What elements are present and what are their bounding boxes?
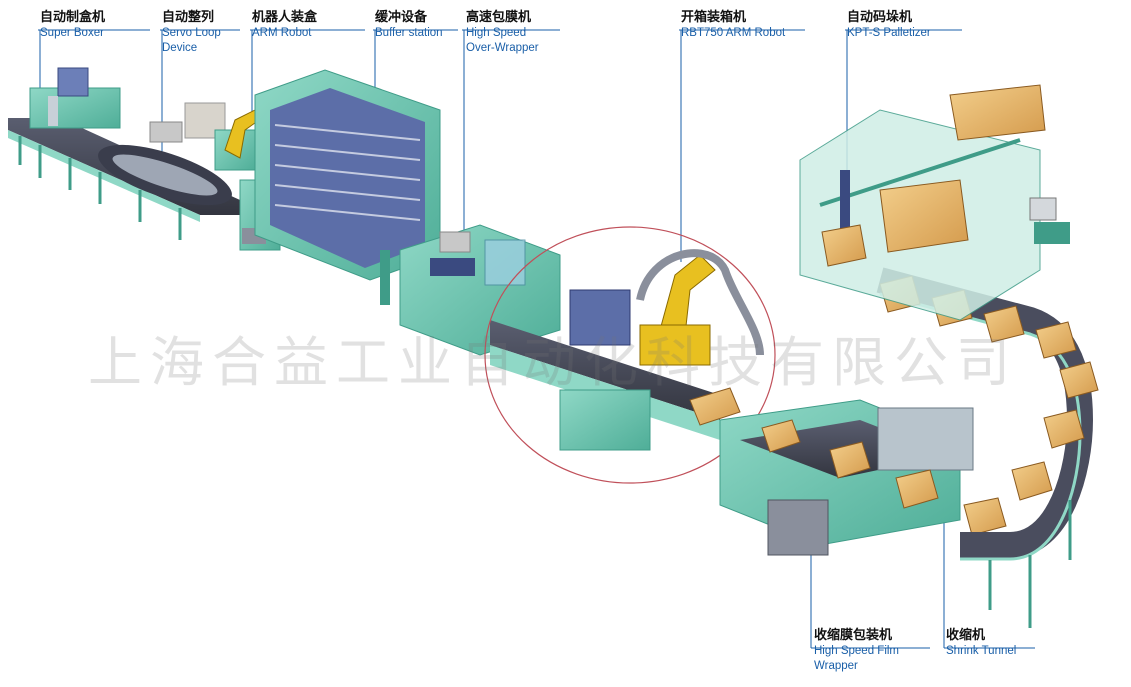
label-shrink-tunnel: 收缩机 Shrink Tunnel	[946, 628, 1016, 659]
label-zh: 收缩机	[946, 628, 986, 643]
label-en: ARM Robot	[252, 27, 312, 40]
label-en: Shrink Tunnel	[946, 645, 1017, 658]
shrink-film-section	[719, 399, 1007, 556]
label-zh: 缓冲设备	[375, 10, 428, 25]
label-en: Servo Loop	[162, 27, 221, 40]
buffer-station	[254, 69, 441, 305]
label-en: Super Boxer	[40, 27, 104, 40]
label-en: High Speed Film	[814, 645, 900, 658]
super-boxer-machine	[29, 67, 121, 129]
highlight-circle	[484, 226, 776, 484]
rbt750-robot-zone	[559, 249, 764, 451]
label-zh: 机器人装盒	[252, 10, 318, 25]
label-arm-robot: 机器人装盒 ARM Robot	[252, 10, 317, 41]
label-over-wrapper: 高速包膜机 High Speed Over-Wrapper	[466, 10, 539, 55]
label-en: Device	[162, 41, 198, 54]
label-zh: 自动码垛机	[847, 10, 913, 25]
label-palletizer: 自动码垛机 KPT-S Palletizer	[847, 10, 931, 41]
label-en: Buffer station	[375, 27, 443, 40]
label-en: Over-Wrapper	[466, 41, 539, 54]
label-super-boxer: 自动制盒机 Super Boxer	[40, 10, 105, 41]
label-zh: 开箱装箱机	[681, 10, 747, 25]
label-en: High Speed	[466, 27, 527, 40]
label-servo-loop: 自动整列 Servo Loop Device	[162, 10, 221, 55]
label-zh: 自动整列	[162, 10, 215, 25]
high-speed-over-wrapper	[399, 224, 561, 356]
label-film-wrapper: 收缩膜包装机 High Speed Film Wrapper	[814, 628, 899, 673]
kpt-s-palletizer	[799, 84, 1070, 321]
label-en: KPT-S Palletizer	[847, 27, 931, 40]
label-zh: 收缩膜包装机	[814, 628, 893, 643]
servo-loop-device	[98, 102, 232, 206]
label-zh: 高速包膜机	[466, 10, 532, 25]
label-zh: 自动制盒机	[40, 10, 106, 25]
label-en: RBT750 ARM Robot	[681, 27, 786, 40]
label-rbt750: 开箱装箱机 RBT750 ARM Robot	[681, 10, 785, 41]
label-buffer-station: 缓冲设备 Buffer station	[375, 10, 443, 41]
label-en: Wrapper	[814, 659, 858, 672]
